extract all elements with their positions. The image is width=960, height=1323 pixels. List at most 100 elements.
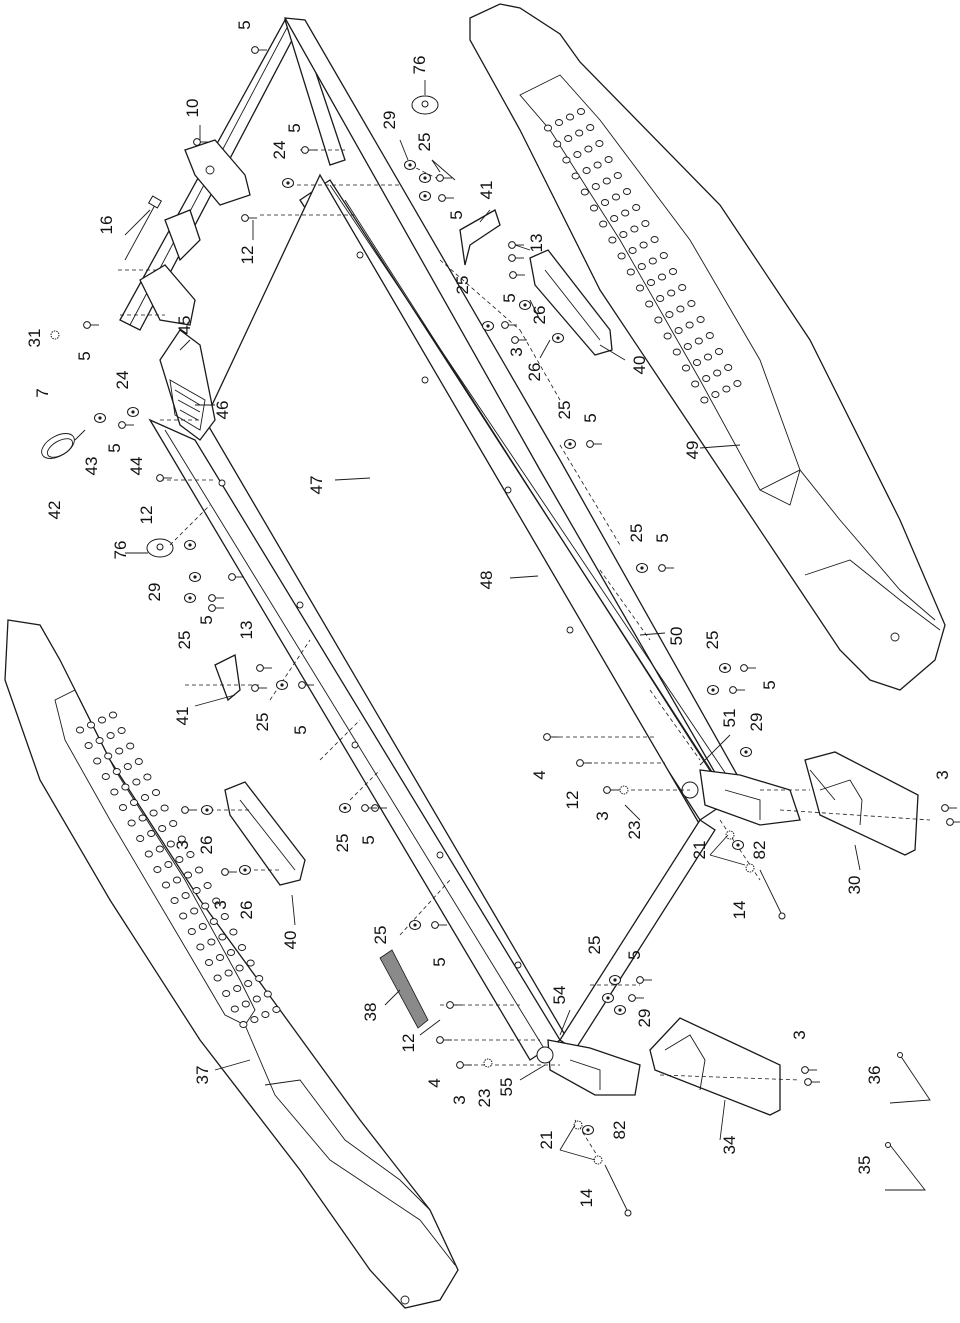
grip-hole [143,773,152,781]
screw [576,759,592,767]
grip-hole [694,337,703,345]
part-label: 3 [933,770,952,779]
part-label: 44 [127,457,146,476]
grip-hole [580,188,589,196]
part-label: 82 [610,1121,629,1140]
grip-hole [255,975,264,982]
part-label: 51 [720,709,739,728]
grip-hole [138,814,147,822]
grip-hole [676,305,685,313]
screw [83,321,99,329]
grip-hole [158,825,167,832]
part-label: 12 [399,1034,418,1053]
part-label: 25 [415,133,434,152]
part-label: 5 [285,123,304,132]
part-label: 21 [537,1131,556,1150]
left-rail-grip-holes [75,711,281,1028]
screw [636,976,652,984]
grip-hole [626,268,635,276]
grip-hole [571,172,580,180]
grip-hole [220,913,229,920]
grip-hole [696,316,705,323]
grip-hole [692,359,702,366]
grip-hole [595,140,604,147]
lock-washer [573,1120,583,1130]
screw [251,684,267,692]
rear-cap-left [649,1017,781,1116]
grip-hole [144,850,153,858]
grip-hole [252,995,261,1003]
grip-hole [575,129,584,137]
grip-hole [622,188,632,195]
part-label: 37 [193,1066,212,1085]
washer [419,173,431,183]
screw [256,664,272,672]
part-label: 5 [625,950,644,959]
part-label: 3 [507,347,526,356]
grip-hole [147,830,156,837]
washer [732,840,744,850]
washer [276,680,288,690]
grip-hole [215,954,225,961]
front-bracket-upper [184,139,251,206]
bolt-14-left [604,1164,632,1217]
washer [564,439,576,449]
right-side-rail [469,3,946,691]
grip-hole [681,364,691,372]
washer [636,563,648,573]
grip-hole [586,124,595,131]
screw [193,138,209,146]
screw [729,686,745,694]
screw [251,46,267,54]
grip-hole [691,380,700,388]
grip-hole [608,236,617,244]
grip-hole [196,943,205,951]
grip-hole [645,300,654,308]
grip-hole [235,964,244,972]
drive-belt-and-pulley [159,329,216,441]
part-label: 36 [865,1066,884,1085]
grip-hole [576,108,586,115]
screw [941,804,957,812]
part-label: 76 [410,56,429,75]
washer [127,407,139,417]
grip-hole [621,209,630,217]
part-label: 12 [137,506,156,525]
part-label: 5 [75,351,94,360]
grip-hole [635,284,645,292]
grip-hole [591,183,600,190]
part-label: 14 [730,901,749,920]
bracket-40-right [529,249,613,356]
grip-hole [136,835,145,842]
lock-washer [619,785,629,795]
screw [298,681,314,689]
screw [586,440,602,448]
part-label: 26 [530,306,549,325]
part-label: 5 [760,680,779,689]
part-label: 25 [453,276,472,295]
grip-hole [95,737,104,744]
part-label: 16 [97,216,116,235]
grip-hole [703,353,713,361]
grip-hole [613,172,622,179]
screw [628,994,644,1002]
grip-hole [181,892,190,899]
tool-35 [885,1142,926,1191]
grip-hole [93,757,102,765]
grip-hole [665,311,674,318]
part-label: 3 [790,1030,809,1039]
part-label: 76 [111,541,130,560]
grip-hole [733,380,742,387]
washer [201,805,213,815]
part-label: 25 [333,834,352,853]
screw [436,174,452,182]
washer [409,920,421,930]
grip-hole [600,199,610,206]
grip-hole [117,727,126,734]
part-label: 50 [667,627,686,646]
screw [118,421,134,429]
screw [436,1036,452,1044]
washer [707,685,719,695]
grip-hole [604,156,613,163]
